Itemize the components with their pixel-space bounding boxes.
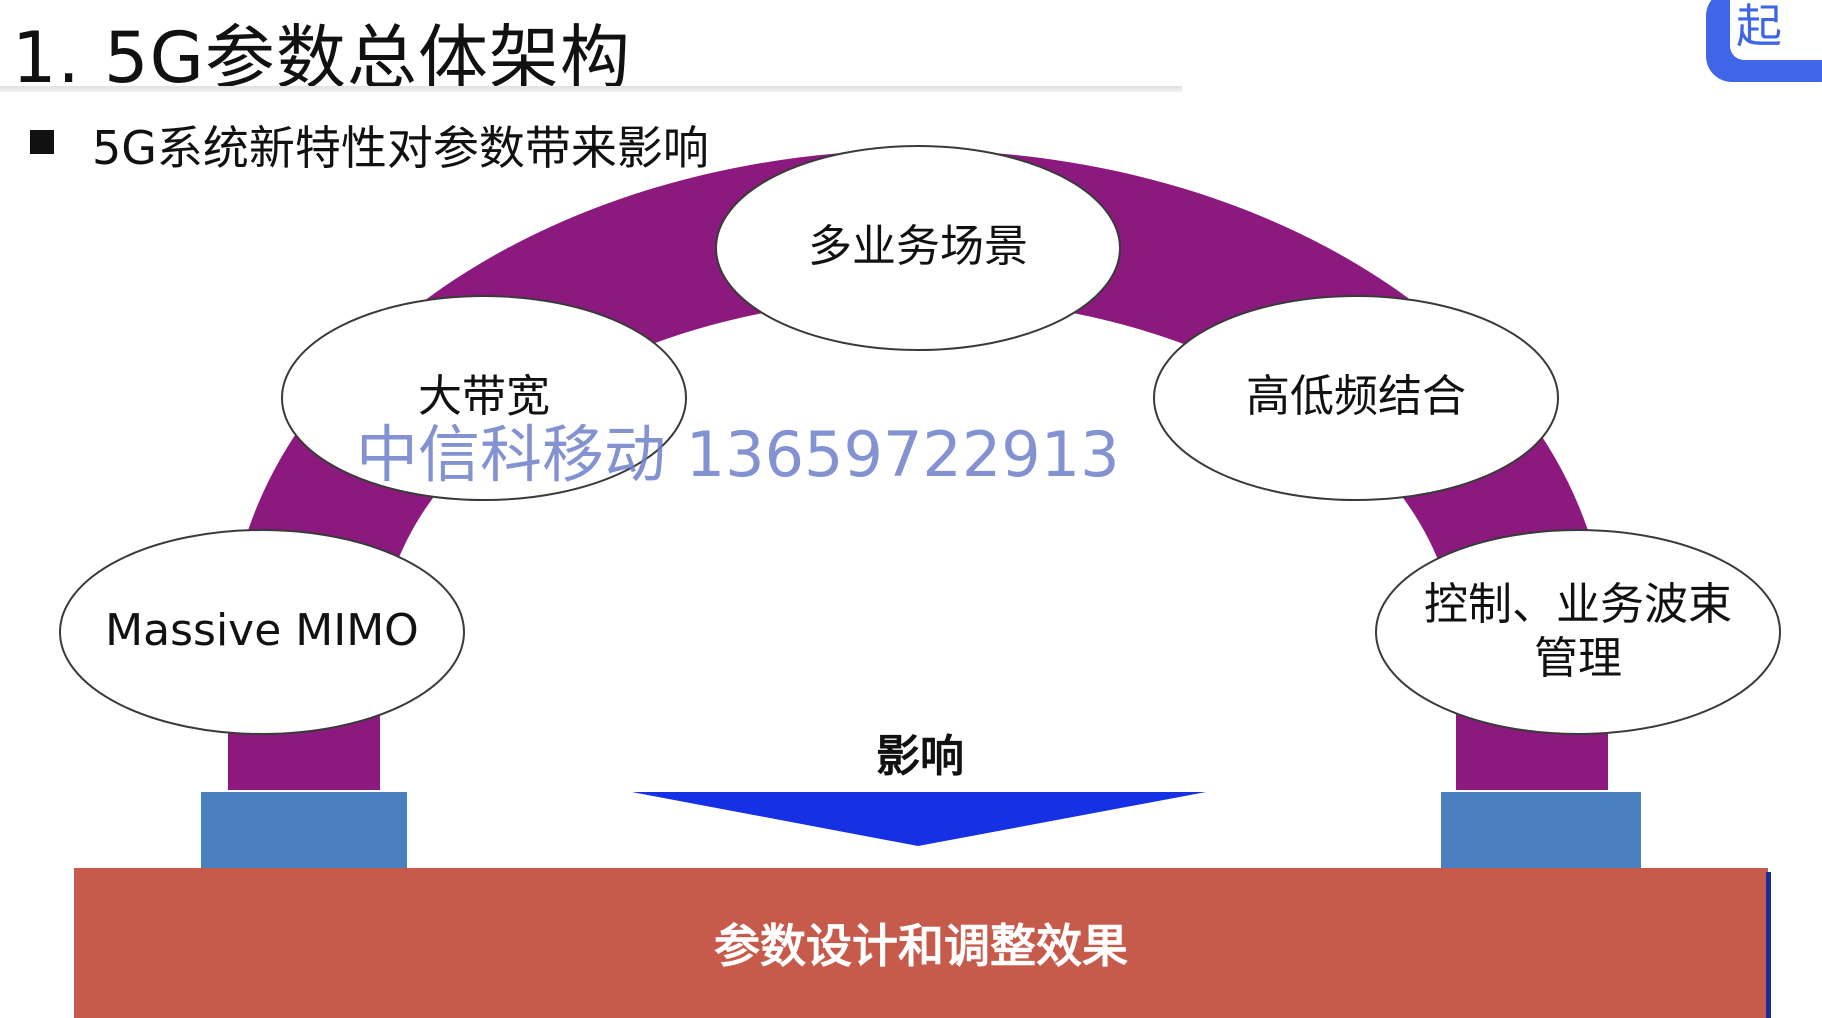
node-frequency — [1153, 295, 1559, 501]
left-pillar — [201, 792, 407, 870]
impact-label: 影响 — [876, 731, 964, 782]
base-block — [74, 868, 1768, 1018]
node-label-bandwidth: 大带宽 — [418, 371, 550, 422]
node-multi-scenario — [715, 145, 1121, 351]
corner-app-button-face — [1730, 0, 1822, 60]
page-title: 1. 5G参数总体架构 — [12, 17, 631, 99]
base-label: 参数设计和调整效果 — [714, 919, 1128, 973]
bullet-text: 5G系统新特性对参数带来影响 — [92, 121, 709, 175]
right-pillar — [1441, 792, 1641, 870]
node-beam-management — [1375, 529, 1781, 735]
node-massive-mimo — [59, 529, 465, 735]
node-label-multi-scenario: 多业务场景 — [808, 221, 1028, 272]
node-label-frequency: 高低频结合 — [1246, 371, 1466, 422]
node-label-beam-management: 控制、业务波束管理 — [1424, 579, 1732, 684]
bullet-square-icon — [30, 130, 54, 154]
impact-arrow — [632, 792, 1206, 846]
node-bandwidth — [281, 295, 687, 501]
corner-app-button[interactable]: 起 — [1706, 0, 1822, 82]
base-block-edge — [1766, 872, 1771, 1018]
title-underline — [0, 86, 1182, 92]
watermark-text: 中信科移动 13659722913 — [356, 418, 1120, 491]
node-label-massive-mimo: Massive MIMO — [105, 605, 419, 656]
corner-app-glyph: 起 — [1736, 0, 1782, 53]
